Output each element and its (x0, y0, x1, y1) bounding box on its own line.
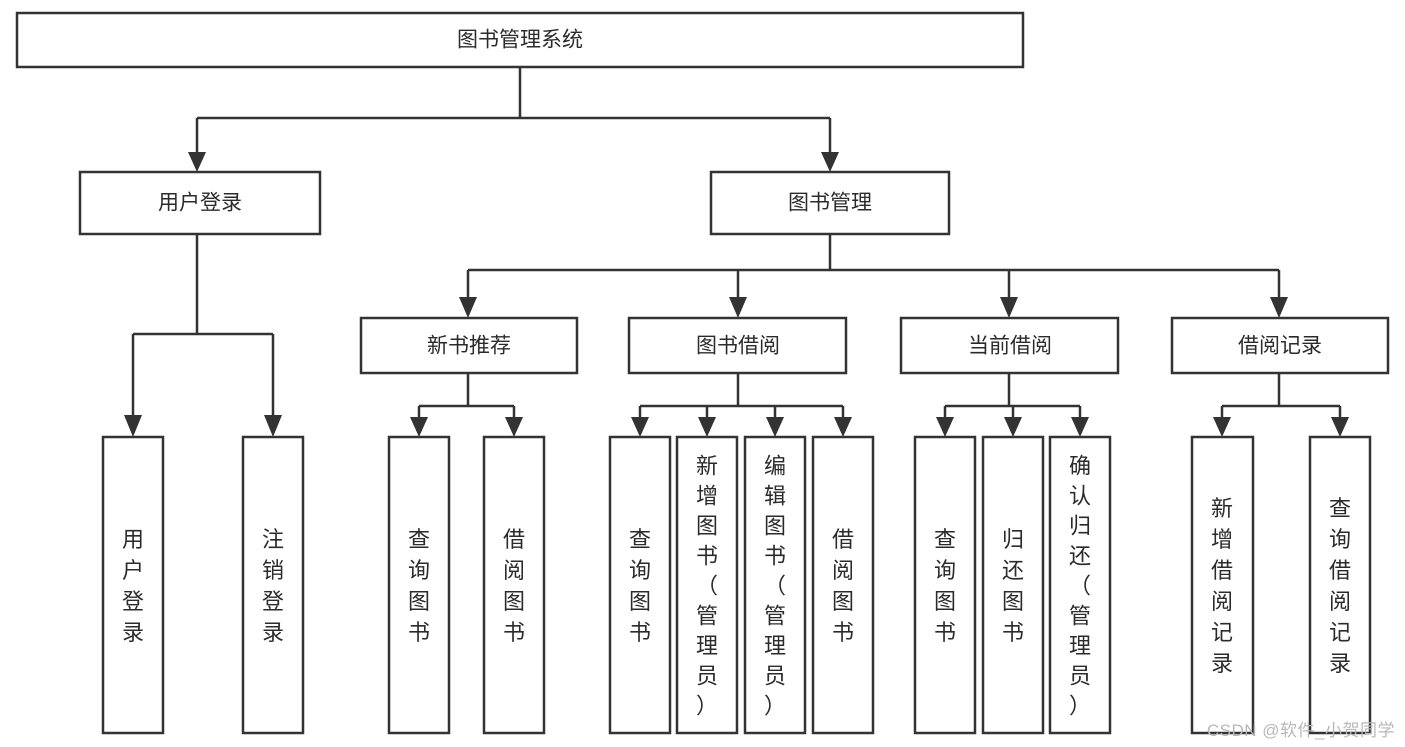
connector-layer (124, 67, 1349, 437)
arrow-current-to-leaf3 (1071, 417, 1089, 437)
leaf-user-login-box[interactable] (101, 435, 165, 735)
leaf-add-book-admin-box[interactable] (675, 435, 739, 735)
leaf-node[interactable]: 编辑图书（管理员） (743, 435, 807, 735)
node-user-login[interactable]: 用户登录 (78, 170, 322, 236)
leaf-user-login-label: 用户登录 (122, 527, 144, 645)
node-book-borrow-box[interactable] (627, 316, 848, 375)
leaf-node[interactable]: 新增借阅记录 (1190, 435, 1255, 735)
leaf-query-borrow-record-box[interactable] (1308, 435, 1372, 735)
leaf-node[interactable]: 查询图书 (387, 435, 451, 735)
leaf-node[interactable]: 归还图书 (981, 435, 1045, 735)
leaf-borrow-book-newbook-label: 借阅图书 (503, 527, 525, 645)
arrow-borrow-to-leaf4 (834, 417, 852, 437)
leaf-confirm-return-admin-label: 确认归还（管理员） (1069, 453, 1091, 718)
leaf-node[interactable]: 查询图书 (608, 435, 672, 735)
arrow-borrow-to-leaf3 (766, 417, 784, 437)
node-borrow-records-box[interactable] (1170, 316, 1390, 375)
leaf-query-book-current-box[interactable] (913, 435, 977, 735)
leaf-query-book-borrow-label: 查询图书 (629, 527, 651, 645)
leaf-query-book-newbook-box[interactable] (387, 435, 451, 735)
node-borrow-records[interactable]: 借阅记录 (1170, 316, 1390, 375)
leaf-edit-book-admin-label: 编辑图书（管理员） (764, 453, 786, 718)
arrow-records-to-leaf2 (1331, 417, 1349, 437)
leaf-node[interactable]: 查询借阅记录 (1308, 435, 1372, 735)
leaf-node[interactable]: 用户登录 (101, 435, 165, 735)
node-root-box[interactable] (15, 11, 1025, 69)
leaf-return-book-box[interactable] (981, 435, 1045, 735)
leaf-node[interactable]: 查询图书 (913, 435, 977, 735)
arrow-borrow-to-leaf2 (698, 417, 716, 437)
leaf-nodes-layer: 用户登录 注销登录 查询图书 借阅图书 查询图书 新增图书（管理员） (101, 435, 1372, 735)
arrow-root-to-book-mgmt (821, 152, 839, 172)
leaf-borrow-book-label: 借阅图书 (832, 527, 854, 645)
leaf-confirm-return-admin-box[interactable] (1048, 435, 1112, 735)
leaf-return-book-label: 归还图书 (1002, 527, 1024, 645)
node-new-book-recommend-box[interactable] (359, 316, 579, 375)
leaf-node[interactable]: 借阅图书 (811, 435, 875, 735)
node-current-borrow-box[interactable] (899, 316, 1120, 375)
leaf-node[interactable]: 注销登录 (241, 435, 305, 735)
arrow-book-mgmt-to-new-book (459, 297, 477, 318)
node-new-book-recommend-label: 新书推荐 (427, 335, 511, 358)
node-current-borrow-label: 当前借阅 (968, 335, 1052, 358)
arrow-root-to-user-login (188, 152, 206, 172)
node-book-borrow-label: 图书借阅 (696, 335, 780, 358)
leaf-logout-label: 注销登录 (262, 527, 284, 645)
arrow-current-to-leaf2 (1004, 417, 1022, 437)
arrow-current-to-leaf1 (936, 417, 954, 437)
arrow-book-mgmt-to-records (1270, 297, 1288, 318)
leaf-node[interactable]: 确认归还（管理员） (1048, 435, 1112, 735)
leaf-edit-book-admin-box[interactable] (743, 435, 807, 735)
leaf-node[interactable]: 借阅图书 (482, 435, 546, 735)
leaf-query-book-newbook-label: 查询图书 (408, 527, 430, 645)
leaf-borrow-book-newbook-box[interactable] (482, 435, 546, 735)
leaf-query-borrow-record-label: 查询借阅记录 (1329, 496, 1351, 676)
arrow-borrow-to-leaf1 (631, 417, 649, 437)
arrow-records-to-leaf1 (1213, 417, 1231, 437)
leaf-query-book-current-label: 查询图书 (934, 527, 956, 645)
leaf-query-book-borrow-box[interactable] (608, 435, 672, 735)
node-new-book-recommend[interactable]: 新书推荐 (359, 316, 579, 375)
node-book-management-box[interactable] (709, 170, 951, 236)
node-book-management-label: 图书管理 (788, 192, 872, 215)
arrow-new-book-to-leaf2 (505, 417, 523, 437)
node-root[interactable]: 图书管理系统 (15, 11, 1025, 69)
node-book-borrow[interactable]: 图书借阅 (627, 316, 848, 375)
node-user-login-box[interactable] (78, 170, 322, 236)
arrow-user-login-to-leaf1 (124, 415, 142, 437)
node-borrow-records-label: 借阅记录 (1238, 335, 1322, 358)
node-book-management[interactable]: 图书管理 (709, 170, 951, 236)
watermark: CSDN @软件_小贺同学 (1206, 721, 1395, 740)
leaf-borrow-book-box[interactable] (811, 435, 875, 735)
arrow-new-book-to-leaf1 (410, 417, 428, 437)
node-root-label: 图书管理系统 (457, 29, 583, 52)
node-current-borrow[interactable]: 当前借阅 (899, 316, 1120, 375)
leaf-add-borrow-record-box[interactable] (1190, 435, 1255, 735)
arrow-book-mgmt-to-current (1000, 297, 1018, 318)
leaf-logout-box[interactable] (241, 435, 305, 735)
node-user-login-label: 用户登录 (158, 192, 242, 215)
leaf-node[interactable]: 新增图书（管理员） (675, 435, 739, 735)
leaf-add-book-admin-label: 新增图书（管理员） (696, 453, 718, 718)
arrow-user-login-to-leaf2 (264, 415, 282, 437)
leaf-add-borrow-record-label: 新增借阅记录 (1211, 496, 1233, 676)
arrow-book-mgmt-to-borrow (729, 297, 747, 318)
